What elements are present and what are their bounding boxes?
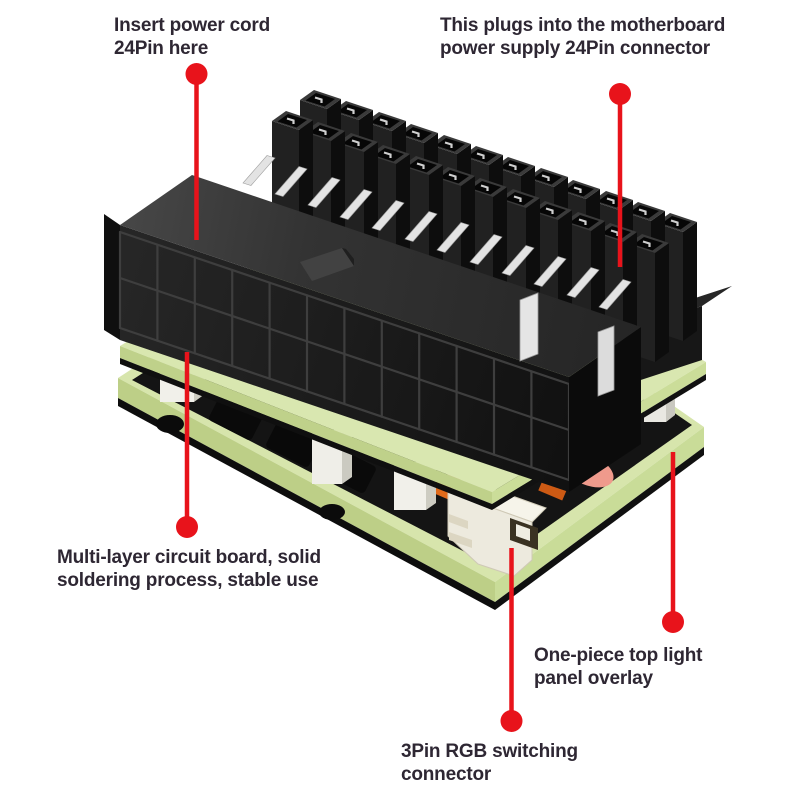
- label-line: One-piece top light: [534, 645, 703, 666]
- smd-component: [266, 421, 320, 467]
- callouts: [176, 63, 684, 732]
- latch-wedge: [300, 248, 354, 281]
- label-motherboard-connector: This plugs into the motherboard power su…: [440, 14, 725, 60]
- block-left-face: [104, 214, 120, 340]
- bottom-pcb-shadow: [495, 447, 704, 610]
- metal-bracket: [519, 292, 539, 362]
- callout-dot-light-panel: [662, 611, 684, 633]
- label-line: panel overlay: [534, 668, 653, 690]
- callout-dot-rgb: [500, 710, 523, 732]
- metal-bracket: [597, 325, 615, 397]
- rubber-foot: [156, 415, 184, 433]
- bottom-pcb-side-right: [495, 427, 704, 602]
- label-line: This plugs into the motherboard: [440, 15, 726, 36]
- label-line: connector: [401, 764, 492, 786]
- rubber-foot: [319, 504, 345, 520]
- callout-dot-multilayer: [176, 516, 198, 538]
- top-pcb-side-left: [120, 346, 492, 504]
- bottom-pcb-shadow: [118, 398, 495, 610]
- connector-notch: [449, 514, 468, 529]
- block-right-face: [569, 327, 641, 492]
- block-top-face: [120, 175, 641, 377]
- smd-component: [209, 394, 263, 440]
- label-line: 24Pin here: [114, 38, 209, 60]
- label-insert-power-cord: Insert power cord 24Pin here: [114, 14, 270, 60]
- label-line: Multi-layer circuit board, solid: [57, 547, 321, 568]
- label-light-panel: One-piece top light panel overlay: [534, 644, 702, 690]
- connector-tab: [516, 524, 530, 541]
- callout-dot-insert-power: [185, 63, 208, 85]
- label-line: 3Pin RGB switching: [401, 741, 578, 762]
- label-multilayer-board: Multi-layer circuit board, solid solderi…: [57, 546, 321, 592]
- bottom-pcb-side-left: [118, 378, 495, 602]
- label-rgb-connector: 3Pin RGB switching connector: [401, 740, 578, 786]
- top-pcb-shadow: [120, 358, 492, 510]
- connector-notch: [449, 532, 472, 548]
- label-line: soldering process, stable use: [57, 570, 319, 592]
- atx-24pin-female-connector: [104, 175, 641, 492]
- callout-dot-motherboard: [609, 83, 631, 105]
- label-line: Insert power cord: [114, 15, 271, 36]
- latch-wedge-edge: [342, 248, 354, 266]
- label-line: power supply 24Pin connector: [440, 38, 710, 60]
